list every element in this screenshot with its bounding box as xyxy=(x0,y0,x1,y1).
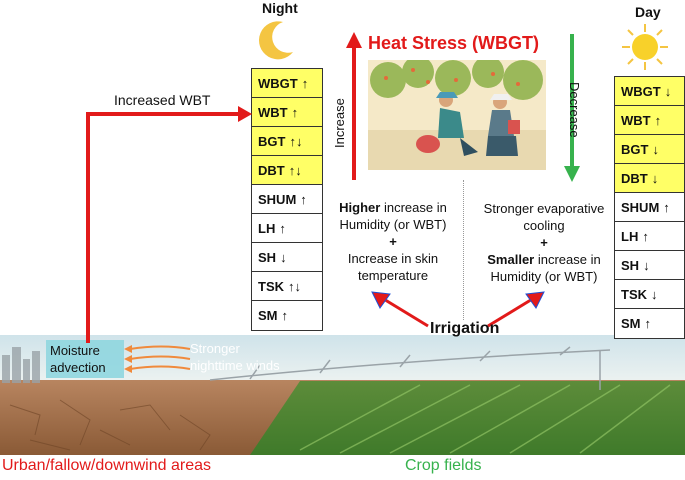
day-var-dbt: DBT↓ xyxy=(615,164,684,193)
decrease-arrow xyxy=(564,34,580,182)
trend-arrow: ↑ xyxy=(281,308,289,323)
trend-arrow: ↑↓ xyxy=(289,134,303,149)
night-var-dbt: DBT↑↓ xyxy=(252,156,322,185)
variable-name: DBT xyxy=(258,163,285,178)
increase-label: Increase xyxy=(332,98,347,148)
night-var-tsk: TSK ↑↓ xyxy=(252,272,322,301)
decrease-label: Decrease xyxy=(567,82,582,138)
trend-arrow: ↑ xyxy=(291,105,299,120)
increased-wbt-arrow xyxy=(86,106,252,343)
variable-name: SH xyxy=(621,258,640,273)
moon-icon xyxy=(259,21,293,60)
variable-name: LH xyxy=(621,229,639,244)
variable-name: WBT xyxy=(621,113,651,128)
variable-name: BGT xyxy=(621,142,649,157)
irrigation-arrows xyxy=(371,291,545,328)
trend-arrow: ↑ xyxy=(644,316,652,331)
increased-wbt-label: Increased WBT xyxy=(114,92,211,108)
trend-arrow: ↑ xyxy=(663,200,670,215)
day-var-tsk: TSK ↓ xyxy=(615,280,684,309)
variable-name: WBT xyxy=(258,105,288,120)
trend-arrow: ↑↓ xyxy=(288,279,301,294)
day-var-wbt: WBT↑ xyxy=(615,106,684,135)
variable-name: BGT xyxy=(258,134,286,149)
trend-arrow: ↓ xyxy=(643,258,650,273)
trend-arrow: ↑ xyxy=(301,76,309,91)
night-var-sh: SH↓ xyxy=(252,243,322,272)
trend-arrow: ↑ xyxy=(279,221,286,236)
irrigation-label: Irrigation xyxy=(430,320,500,337)
variable-name: DBT xyxy=(621,171,648,186)
urban-areas-label: Urban/fallow/downwind areas xyxy=(2,457,211,474)
variable-name: SH xyxy=(258,250,277,265)
trend-arrow: ↑↓ xyxy=(288,163,302,178)
day-var-sh: SH↓ xyxy=(615,251,684,280)
ground-scene xyxy=(0,335,685,455)
variable-name: WBGT xyxy=(258,76,298,91)
variable-name: LH xyxy=(258,221,276,236)
variable-name: TSK xyxy=(258,279,284,294)
day-var-wbgt: WBGT↓ xyxy=(615,77,684,106)
day-var-bgt: BGT↓ xyxy=(615,135,684,164)
night-var-sm: SM↑ xyxy=(252,301,322,330)
trend-arrow: ↓ xyxy=(280,250,287,265)
variable-name: SM xyxy=(621,316,641,331)
trend-arrow: ↓ xyxy=(652,142,659,157)
night-title: Night xyxy=(262,0,298,16)
day-variables-table: WBGT↓WBT↑BGT↓DBT↓SHUM↑LH↑SH↓TSK↓SM↑ xyxy=(614,76,685,339)
center-divider xyxy=(463,180,464,320)
trend-arrow: ↓ xyxy=(664,84,672,99)
heat-stress-title: Heat Stress (WBGT) xyxy=(368,33,540,53)
night-mechanism-note: Higher increase in Humidity (or WBT) + I… xyxy=(339,200,447,283)
day-var-shum: SHUM↑ xyxy=(615,193,684,222)
trend-arrow: ↑ xyxy=(642,229,649,244)
variable-name: SM xyxy=(258,308,278,323)
wind-arrows-icon xyxy=(124,345,191,373)
night-var-wbt: WBT↑ xyxy=(252,98,322,127)
night-var-shum: SHUM↑ xyxy=(252,185,322,214)
night-var-lh: LH↑ xyxy=(252,214,322,243)
city-skyline-icon xyxy=(2,347,40,383)
increase-arrow xyxy=(346,32,362,180)
day-title: Day xyxy=(635,4,661,20)
trend-arrow: ↑ xyxy=(654,113,662,128)
farm-workers-illustration xyxy=(368,60,546,170)
trend-arrow: ↓ xyxy=(651,287,658,302)
variable-name: SHUM xyxy=(621,200,660,215)
day-mechanism-note: Stronger evaporative cooling + Smaller i… xyxy=(483,201,605,284)
night-variables-table: WBGT↑WBT↑BGT↑↓DBT↑↓SHUM↑LH↑SH↓TSK↑↓SM↑ xyxy=(251,68,323,331)
moisture-advection-box xyxy=(46,340,124,378)
crop-fields-label: Crop fields xyxy=(405,457,482,474)
trend-arrow: ↑ xyxy=(300,192,307,207)
night-var-wbgt: WBGT↑ xyxy=(252,69,322,98)
trend-arrow: ↓ xyxy=(651,171,659,186)
variable-name: SHUM xyxy=(258,192,297,207)
sun-icon xyxy=(622,24,668,70)
day-var-lh: LH↑ xyxy=(615,222,684,251)
variable-name: WBGT xyxy=(621,84,661,99)
night-var-bgt: BGT↑↓ xyxy=(252,127,322,156)
day-var-sm: SM↑ xyxy=(615,309,684,338)
variable-name: TSK xyxy=(621,287,647,302)
